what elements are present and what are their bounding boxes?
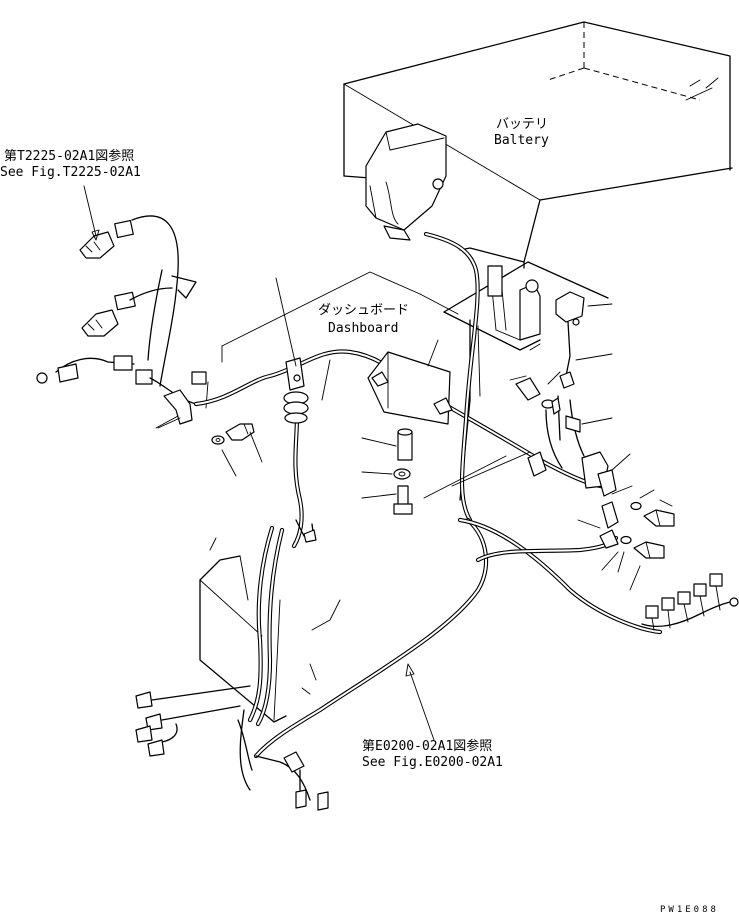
bolt-left: [225, 423, 263, 463]
reference-bottom-en: See Fig.E0200-02A1: [362, 755, 503, 770]
battery-label-jp: バッテリ: [496, 117, 548, 132]
battery-mount: [443, 261, 609, 501]
washer-left: [211, 435, 237, 477]
harness-clip-right: [423, 451, 547, 499]
tank-hose: [237, 391, 317, 791]
battery-label-en: Baltery: [494, 133, 549, 148]
battery: [343, 21, 733, 269]
dashboard-label-jp: ダッシュボード: [318, 303, 409, 318]
pressure-switch-lower: [81, 291, 136, 337]
leader-lines: [83, 185, 435, 741]
bolt-center: [361, 485, 413, 515]
reference-top-jp: 第T2225-02A1図参照: [4, 148, 134, 164]
main-harness: [193, 231, 663, 759]
harness-clamp-center: [275, 277, 305, 391]
right-connector-cluster: [641, 573, 739, 631]
bolt-bracket-right: [509, 375, 555, 409]
reference-bottom: 第E0200-02A1図参照 See Fig.E0200-02A1: [362, 738, 503, 770]
reference-bottom-jp: 第E0200-02A1図参照: [362, 738, 492, 754]
fuel-tank: [199, 537, 341, 723]
lower-left-connectors: [135, 685, 329, 811]
reference-top: 第T2225-02A1図参照 See Fig.T2225-02A1: [0, 148, 141, 180]
washer-center: [361, 468, 411, 480]
right-lower-clamps: [577, 451, 675, 591]
left-bracket-clip: [155, 389, 193, 429]
drawing-code: PW1E088: [660, 905, 719, 915]
dashboard-label: ダッシュボード Dashboard: [318, 303, 409, 336]
dashboard-label-en: Dashboard: [328, 321, 398, 336]
spacer-collar: [361, 428, 413, 461]
left-wires: [36, 215, 207, 405]
dashboard-bracket: [367, 339, 453, 425]
reference-top-en: See Fig.T2225-02A1: [0, 165, 141, 180]
pressure-switch-upper: [79, 219, 134, 259]
battery-label: バッテリ Baltery: [494, 117, 549, 148]
battery-terminal-connector: [545, 291, 613, 469]
